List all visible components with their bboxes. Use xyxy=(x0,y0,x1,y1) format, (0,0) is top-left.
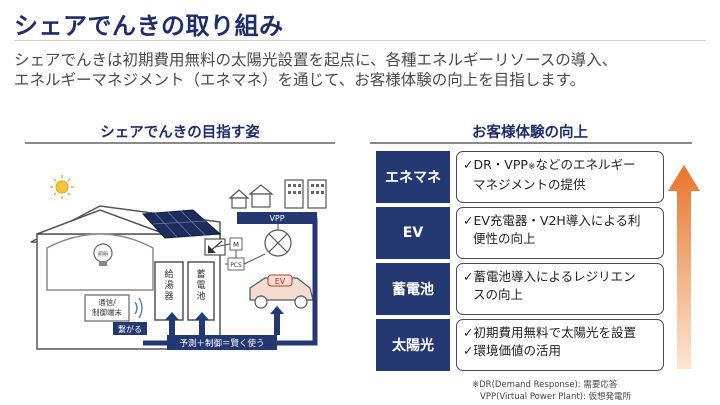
page-subtitle: シェアでんきは初期費用無料の太陽光設置を起点に、各種エネルギーリソースの導入、 … xyxy=(14,50,714,90)
meter-label: M xyxy=(233,241,239,249)
goal-label-ev: EV xyxy=(376,207,450,259)
goal-desc-battery: ✓蓄電池導入によるレジリエン スの向上 xyxy=(456,263,664,315)
sun-icon xyxy=(50,175,74,199)
water-heater-label-1: 給 xyxy=(164,268,173,280)
subtitle-line-1: シェアでんきは初期費用無料の太陽光設置を起点に、各種エネルギーリソースの導入、 xyxy=(14,51,618,69)
water-heater-label-3: 器 xyxy=(164,291,173,302)
goal-desc-ev: ✓EV充電器・V2H導入による利 便性の向上 xyxy=(456,207,664,259)
goal-desc-energy-management: ✓DR・VPP※などのエネルギー マネジメントの提供 xyxy=(456,151,664,203)
upward-arrow-icon xyxy=(668,165,700,369)
experience-section-divider xyxy=(370,142,692,144)
energy-system-diagram: 照明 給 湯 器 蓄 電 池 M PCS VPP xyxy=(30,175,327,350)
comm-terminal-label-2: 制御端末 xyxy=(92,307,122,317)
subtitle-line-2: エネルギーマネジメント（エネマネ）を通じて、お客様体験の向上を目指します。 xyxy=(14,71,586,89)
comm-terminal-box xyxy=(84,294,130,322)
goal-row-ev: EV ✓EV充電器・V2H導入による利 便性の向上 xyxy=(376,207,666,259)
battery-icon xyxy=(187,261,215,321)
goal-desc-solar: ✓初期費用無料で太陽光を設置 ✓環境価値の活用 xyxy=(456,319,664,371)
pcs-label: PCS xyxy=(230,262,242,269)
connect-badge xyxy=(113,322,147,335)
goal-row-battery: 蓄電池 ✓蓄電池導入によるレジリエン スの向上 xyxy=(376,263,666,315)
solar-panel-icon xyxy=(141,209,222,239)
goal-label-solar: 太陽光 xyxy=(376,319,450,371)
water-heater-icon xyxy=(154,261,184,321)
connect-label: 繋がる xyxy=(118,324,142,334)
battery-label-1: 蓄 xyxy=(196,268,205,280)
ev-label: EV xyxy=(275,277,286,286)
page-title: シェアでんきの取り組み xyxy=(14,12,284,40)
goal-row-solar: 太陽光 ✓初期費用無料で太陽光を設置 ✓環境価値の活用 xyxy=(376,319,666,371)
predict-control-label: 予測＋制御＝賢く使う xyxy=(179,338,264,349)
goal-row-energy-management: エネマネ ✓DR・VPP※などのエネルギー マネジメントの提供 xyxy=(376,151,666,203)
vpp-label: VPP xyxy=(269,214,284,223)
predict-control-banner xyxy=(167,335,277,350)
goal-label-energy-management: エネマネ xyxy=(376,151,450,203)
comm-terminal-label-1: 通信/ xyxy=(98,297,116,307)
footnote-dr: ※DR(Demand Response): 需要応答 xyxy=(472,380,618,390)
footnote-vpp: VPP(Virtual Power Plant): 仮想発電所 xyxy=(480,392,632,402)
vision-section-divider xyxy=(25,142,335,144)
power-grid-icon xyxy=(264,229,292,257)
water-heater-label-2: 湯 xyxy=(164,280,173,291)
battery-label-2: 電 xyxy=(196,280,205,291)
vision-section-title: シェアでんきの目指す姿 xyxy=(100,125,260,141)
bulb-label: 照明 xyxy=(98,252,108,258)
light-bulb-icon: 照明 xyxy=(93,243,113,266)
vpp-banner xyxy=(237,212,317,224)
goal-label-battery: 蓄電池 xyxy=(376,263,450,315)
ev-car-icon xyxy=(249,277,314,309)
wireless-signal-icon xyxy=(134,297,143,319)
experience-section-title: お客様体験の向上 xyxy=(472,125,588,141)
ev-badge xyxy=(267,274,293,287)
title-divider xyxy=(14,40,706,41)
battery-label-3: 池 xyxy=(196,290,205,302)
